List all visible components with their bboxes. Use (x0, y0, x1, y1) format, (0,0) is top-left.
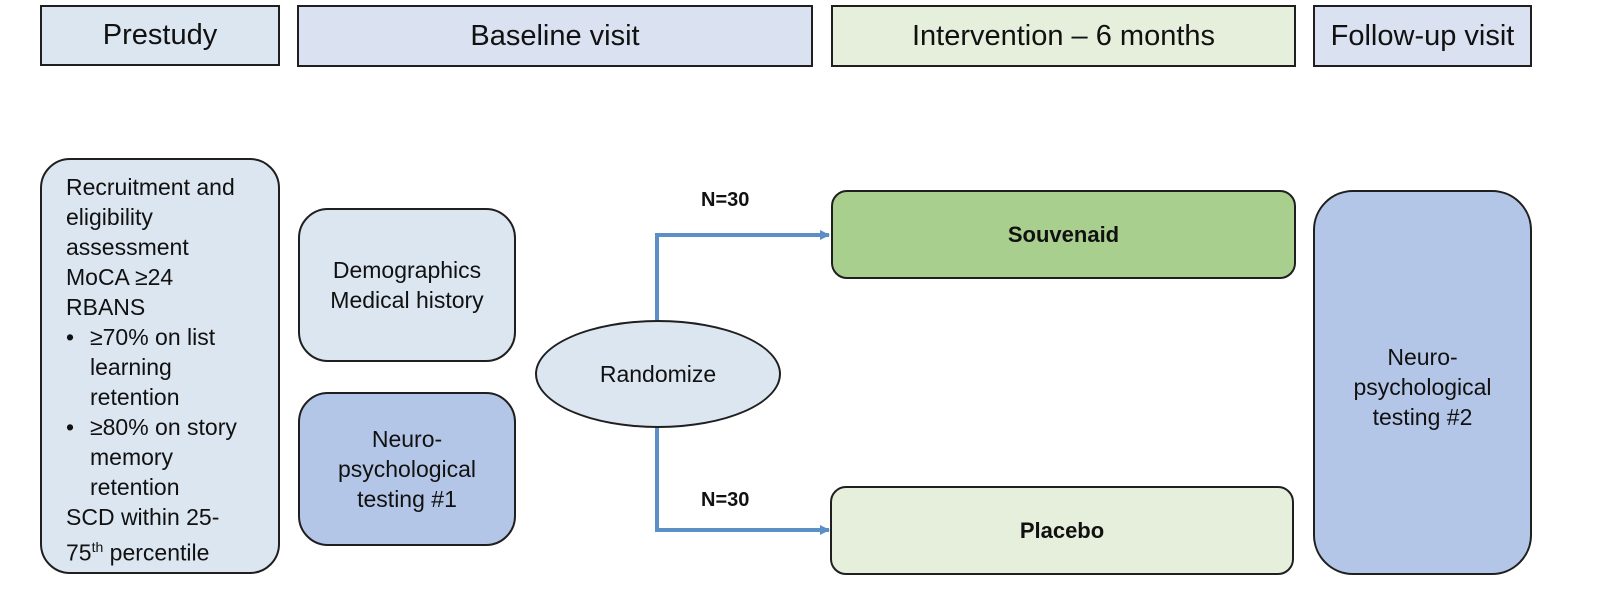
placebo-label: Placebo (1019, 517, 1105, 543)
percentile-superscript: th (91, 539, 104, 555)
header-intervention-label: Intervention – 6 months (911, 19, 1216, 52)
arrow-to-souvenaid (655, 230, 830, 320)
medical-history-label: Medical history (330, 287, 484, 313)
header-prestudy-label: Prestudy (102, 19, 218, 51)
eligibility-criteria-box: Recruitment and eligibility assessment M… (40, 158, 280, 574)
bullet-item-list-learning: • ≥70% on list learning retention (66, 322, 264, 412)
randomize-node: Randomize (535, 320, 781, 428)
souvenaid-arm-box: Souvenaid (831, 190, 1296, 279)
demographics-label: Demographics (332, 257, 482, 283)
neuro1-line: Neuro- (371, 426, 443, 452)
bullet-text: ≥70% on list (90, 324, 216, 350)
header-followup-label: Follow-up visit (1330, 19, 1515, 52)
bullet-icon: • (66, 414, 75, 440)
bullet-icon: • (66, 324, 75, 350)
neuro2-line: psychological (1353, 374, 1492, 400)
neuro2-line: Neuro- (1387, 344, 1458, 370)
n-souvenaid-label: N=30 (701, 189, 750, 211)
neuro1-line: testing #1 (357, 486, 457, 512)
souvenaid-label: Souvenaid (1007, 221, 1120, 247)
header-prestudy: Prestudy (40, 5, 280, 66)
bullet-item-story-memory: • ≥80% on story memory retention (66, 412, 264, 502)
n-placebo-label: N=30 (701, 489, 750, 511)
eligibility-line: Recruitment and (66, 174, 235, 200)
bullet-text: ≥80% on story (90, 414, 237, 440)
eligibility-line: SCD within 25- (66, 504, 220, 530)
bullet-text: retention (90, 474, 180, 500)
eligibility-line: RBANS (66, 294, 146, 320)
header-baseline-visit: Baseline visit (297, 5, 813, 67)
percentile-text: percentile (103, 539, 210, 566)
placebo-arm-box: Placebo (830, 486, 1294, 575)
bullet-text: memory (90, 444, 174, 470)
demographics-box: Demographics Medical history (298, 208, 516, 362)
header-intervention: Intervention – 6 months (831, 5, 1296, 67)
neuro1-line: psychological (337, 456, 477, 482)
eligibility-line-percentile: 75th percentile (66, 532, 264, 568)
arrow-to-placebo (655, 428, 830, 535)
neuro2-line: testing #2 (1372, 404, 1473, 430)
header-follow-up-visit: Follow-up visit (1313, 5, 1532, 67)
neuropsych-testing-1-box: Neuro- psychological testing #1 (298, 392, 516, 546)
bullet-text: learning (90, 354, 172, 380)
neuropsych-testing-2-box: Neuro- psychological testing #2 (1313, 190, 1532, 575)
percentile-number: 75 (66, 539, 92, 566)
header-baseline-label: Baseline visit (470, 19, 640, 52)
randomize-label: Randomize (599, 360, 717, 387)
eligibility-line: eligibility (66, 204, 153, 230)
bullet-text: retention (90, 384, 180, 410)
eligibility-line: MoCA ≥24 (66, 264, 174, 290)
eligibility-line: assessment (66, 234, 189, 260)
